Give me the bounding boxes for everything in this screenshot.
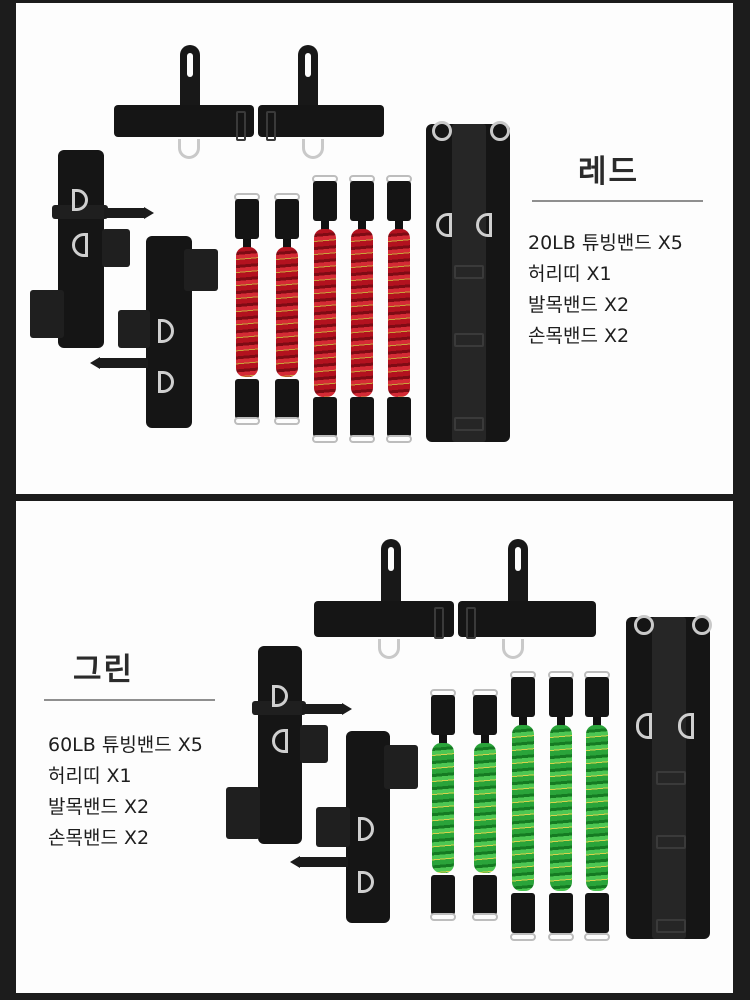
spec-list-green: 60LB 튜빙밴드 X5 허리띠 X1 발목밴드 X2 손목밴드 X2: [48, 730, 203, 854]
d-ring-icon: [502, 639, 524, 659]
d-ring-icon: [358, 817, 374, 841]
green-set-panel: 그린 60LB 튜빙밴드 X5 허리띠 X1 발목밴드 X2 손목밴드 X2: [16, 501, 733, 993]
ring-icon: [692, 615, 712, 635]
handle-loop-icon: [508, 539, 528, 603]
red-set-panel: 레드 20LB 튜빙밴드 X5 허리띠 X1 발목밴드 X2 손목밴드 X2: [16, 3, 733, 494]
d-ring-icon: [678, 713, 694, 739]
spec-wrist-band: 손목밴드 X2: [528, 325, 630, 347]
d-ring-icon: [158, 371, 174, 393]
panel-title-green: 그린: [73, 652, 135, 688]
d-ring-icon: [476, 213, 492, 237]
spec-wrist-band: 손목밴드 X2: [48, 827, 150, 849]
handle-loop-icon: [180, 45, 200, 107]
spec-tubing-band: 20LB 튜빙밴드 X5: [528, 232, 683, 254]
ring-icon: [634, 615, 654, 635]
d-ring-icon: [72, 189, 88, 211]
handle-loop-icon: [381, 539, 401, 603]
buckle-icon: [90, 357, 100, 369]
d-ring-icon: [378, 639, 400, 659]
spec-tubing-band: 60LB 튜빙밴드 X5: [48, 734, 203, 756]
d-ring-icon: [158, 319, 174, 343]
buckle-icon: [290, 856, 300, 868]
d-ring-icon: [178, 139, 200, 159]
panel-title-red: 레드: [578, 154, 640, 190]
title-divider: [532, 200, 703, 202]
d-ring-icon: [358, 871, 374, 893]
spec-ankle-band: 발목밴드 X2: [528, 294, 630, 316]
title-divider: [44, 699, 215, 701]
handle-loop-icon: [298, 45, 318, 107]
d-ring-icon: [72, 233, 88, 257]
d-ring-icon: [302, 139, 324, 159]
spec-ankle-band: 발목밴드 X2: [48, 796, 150, 818]
buckle-icon: [342, 703, 352, 715]
spec-waist-belt: 허리띠 X1: [48, 765, 132, 787]
d-ring-icon: [272, 685, 288, 707]
spec-list-red: 20LB 튜빙밴드 X5 허리띠 X1 발목밴드 X2 손목밴드 X2: [528, 228, 683, 352]
d-ring-icon: [436, 213, 452, 237]
ring-icon: [432, 121, 452, 141]
ring-icon: [490, 121, 510, 141]
buckle-icon: [144, 207, 154, 219]
d-ring-icon: [636, 713, 652, 739]
spec-waist-belt: 허리띠 X1: [528, 263, 612, 285]
d-ring-icon: [272, 729, 288, 753]
